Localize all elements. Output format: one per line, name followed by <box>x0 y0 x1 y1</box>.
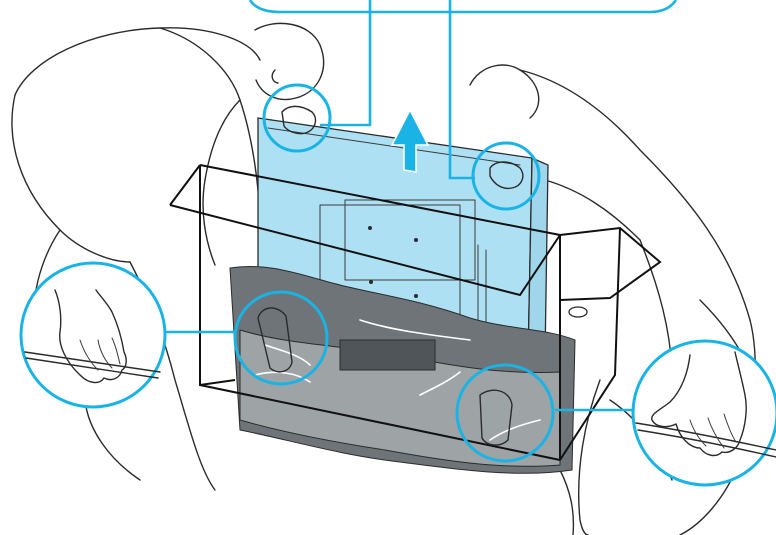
callout-right-hand <box>633 341 776 485</box>
callout-left-hand <box>21 263 165 407</box>
